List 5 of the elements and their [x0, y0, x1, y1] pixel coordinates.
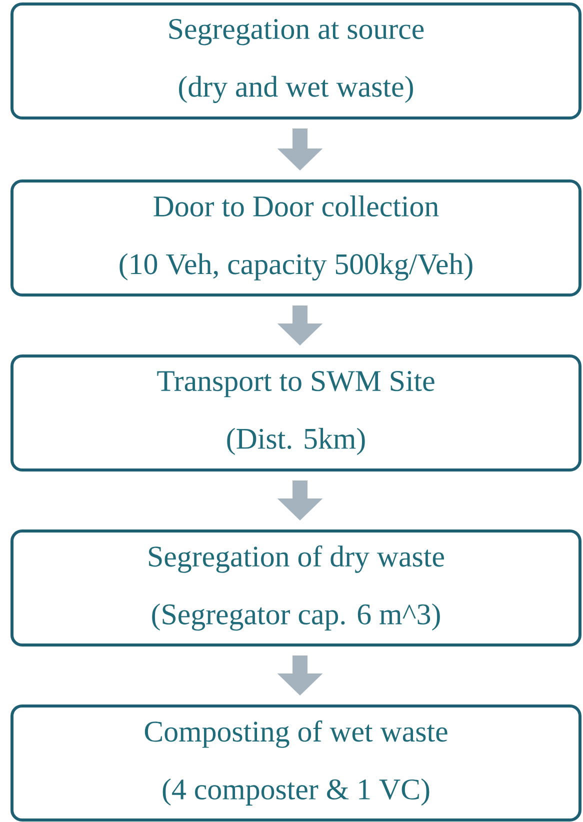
process-box: Segregation at source (dry and wet waste) [10, 2, 582, 120]
process-box: Transport to SWM Site (Dist. 5km) [10, 354, 582, 472]
process-box: Segregation of dry waste (Segregator cap. 6 m^3) [10, 530, 582, 646]
process-box: Composting of wet waste (4 composter & 1 VC) [10, 704, 582, 822]
process-box: Door to Door collection (10 Veh, capacity 500kg/Veh) [10, 180, 582, 296]
